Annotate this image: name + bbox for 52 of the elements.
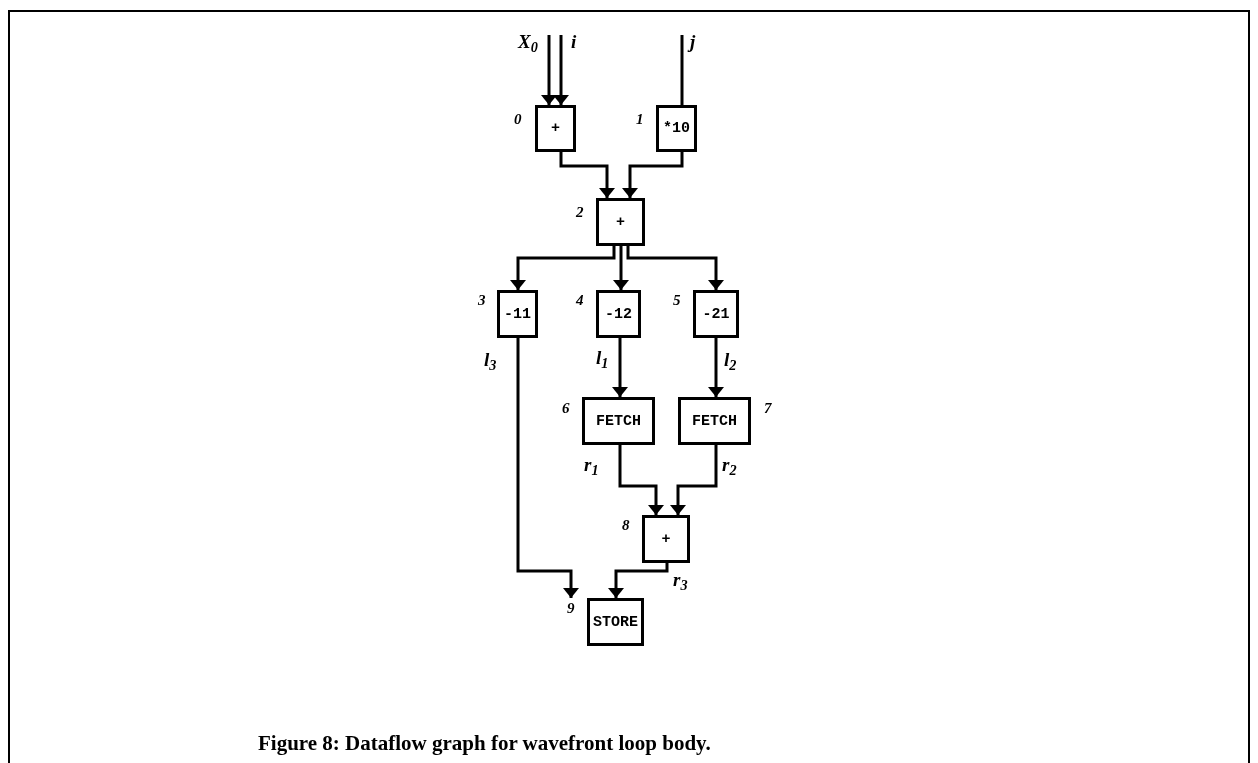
arrow xyxy=(708,338,724,397)
edge-label: r$_{2}$ xyxy=(722,455,737,474)
node-number: 1 xyxy=(636,112,644,127)
operation-label: + xyxy=(661,531,671,547)
edge-label: i xyxy=(571,32,577,51)
operation-label: + xyxy=(551,121,560,136)
edge-label: l$_{1}$ xyxy=(596,348,609,367)
arrow xyxy=(516,338,579,598)
node-number: 0 xyxy=(514,112,522,127)
edge-label: X$_{0}$ xyxy=(518,32,538,51)
edge-label: l$_{2}$ xyxy=(724,350,737,369)
node-number: 3 xyxy=(478,293,486,308)
arrow xyxy=(541,35,557,105)
arrow xyxy=(612,338,628,397)
arrow xyxy=(618,445,664,515)
node-number: 8 xyxy=(622,518,630,533)
arrow xyxy=(626,246,724,290)
arrow xyxy=(670,445,718,515)
operation-label: *10 xyxy=(663,121,690,136)
node-number: 2 xyxy=(576,205,584,220)
operation-box xyxy=(693,290,739,338)
node-number: 9 xyxy=(567,601,575,616)
arrow xyxy=(559,152,615,198)
arrow xyxy=(510,246,616,290)
operation-box xyxy=(642,515,690,563)
operation-box xyxy=(596,198,645,246)
operation-label: STORE xyxy=(593,614,638,630)
arrow xyxy=(613,246,629,290)
operation-box xyxy=(587,598,644,646)
operation-box xyxy=(582,397,655,445)
operation-box xyxy=(497,290,538,338)
node-number: 4 xyxy=(576,293,584,308)
operation-label: FETCH xyxy=(692,413,737,429)
operation-label: -21 xyxy=(702,306,730,322)
edge-label: r$_{3}$ xyxy=(673,570,688,589)
node-number: 7 xyxy=(764,401,772,416)
arrow xyxy=(553,35,569,105)
edge-label: l$_{3}$ xyxy=(484,350,497,369)
operation-label: FETCH xyxy=(596,413,641,429)
figure-caption: Figure 8: Dataflow graph for wavefront loop body. xyxy=(258,730,711,757)
edge-label: r$_{1}$ xyxy=(584,455,599,474)
operation-box xyxy=(535,105,576,152)
operation-label: -11 xyxy=(504,306,531,322)
operation-label: + xyxy=(616,214,625,230)
operation-box xyxy=(678,397,751,445)
operation-box xyxy=(656,105,697,152)
arrow xyxy=(622,152,684,198)
arrow xyxy=(608,563,669,598)
operation-label: -12 xyxy=(605,306,632,322)
node-number: 6 xyxy=(562,401,570,416)
node-number: 5 xyxy=(673,293,681,308)
operation-box xyxy=(596,290,641,338)
